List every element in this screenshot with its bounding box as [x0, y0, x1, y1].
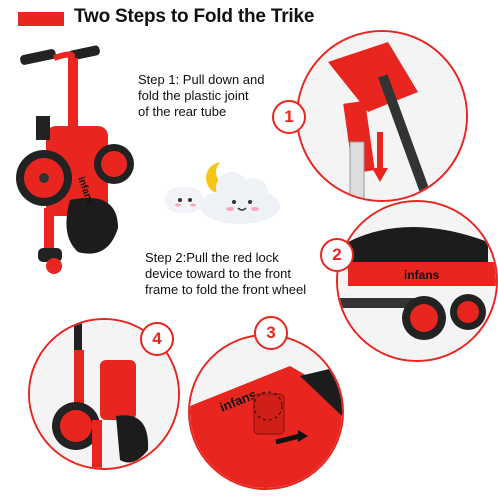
step-badge-1: 1	[272, 100, 306, 134]
step3-closeup-photo: infans	[188, 334, 344, 490]
folded-trike-image: infans	[8, 40, 148, 280]
header-accent-bar	[18, 12, 64, 26]
step-badge-3: 3	[254, 316, 288, 350]
cloud-sun-decoration	[160, 158, 285, 226]
step2-instructions: Step 2:Pull the red lock device toward t…	[145, 250, 307, 297]
step1-closeup-photo	[296, 30, 468, 202]
step1-instructions: Step 1: Pull down and fold the plastic j…	[138, 72, 265, 119]
step-badge-2: 2	[320, 238, 354, 272]
page-title: Two Steps to Fold the Trike	[74, 6, 315, 27]
step-badge-4: 4	[140, 322, 174, 356]
step2-closeup-photo: infans	[336, 200, 498, 362]
brand-logo-text-2: infans	[404, 268, 440, 282]
